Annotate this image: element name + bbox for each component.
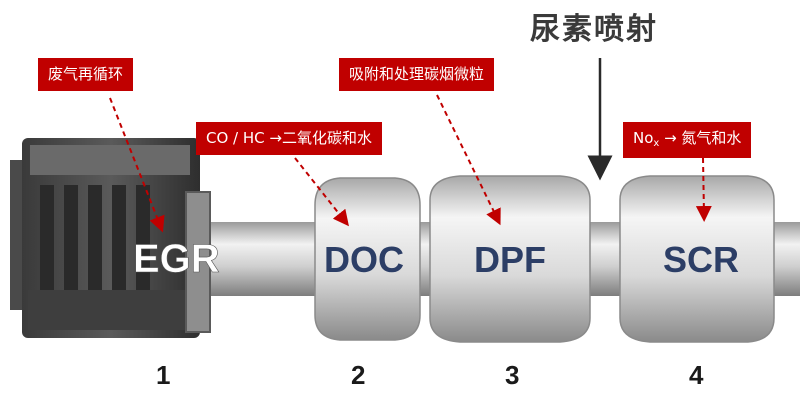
step-number-2: 2 [351, 360, 366, 390]
engine-block [10, 138, 211, 338]
urea-injection-label: 尿素喷射 [530, 12, 658, 47]
egr-callout: 废气再循环 [38, 58, 134, 91]
dpf-label: DPF [474, 239, 546, 280]
egr-pointer [109, 97, 165, 233]
scr-pointer [695, 157, 712, 222]
step-number-3: 3 [505, 360, 520, 390]
doc-label: DOC [324, 239, 404, 280]
egr-label: EGR [133, 237, 220, 281]
scr-label: SCR [663, 239, 739, 280]
scr-callout-suffix: → 氮气和水 [659, 129, 742, 147]
dpf-callout: 吸附和处理碳烟微粒 [339, 58, 495, 91]
doc-pointer [294, 157, 349, 227]
dpf-pointer [436, 94, 501, 226]
doc-callout: CO / HC →二氧化碳和水 [196, 122, 382, 155]
step-number-4: 4 [689, 360, 704, 390]
scr-callout-subscript: x [653, 138, 660, 149]
step-number-1: 1 [156, 360, 171, 390]
dpf-canister [429, 175, 591, 343]
scr-canister [619, 175, 775, 343]
scr-callout: Nox → 氮气和水 [623, 122, 752, 158]
scr-callout-prefix: No [633, 129, 654, 147]
